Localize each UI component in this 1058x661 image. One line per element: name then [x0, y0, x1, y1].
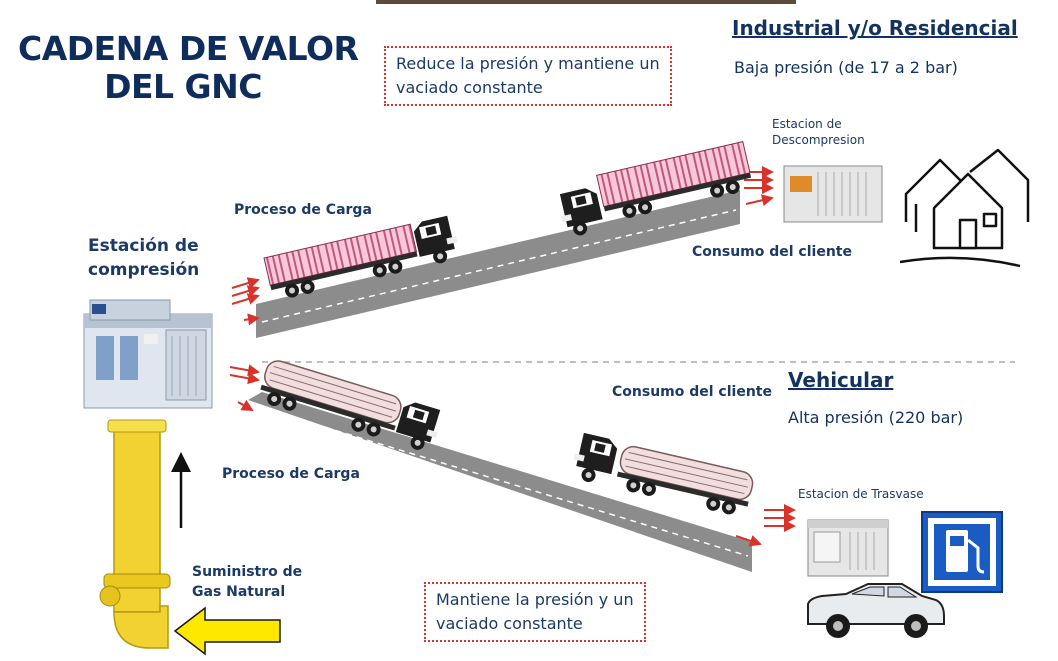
- loading-arrows-upper: [231, 277, 260, 326]
- car-icon: [807, 583, 945, 638]
- compressor-icon: [783, 165, 883, 223]
- page-title: CADENA DE VALOR DEL GNC: [18, 29, 359, 106]
- gas-supply-label: Suministro de Gas Natural: [192, 564, 303, 600]
- truck-icon: [556, 141, 752, 237]
- lower-road: [248, 392, 752, 572]
- house-icon: [899, 148, 1030, 268]
- compression-station-label: Estación de compresión: [88, 236, 200, 280]
- lower-consumption-label: Consumo del cliente: [612, 384, 772, 400]
- compressor-icon: [807, 519, 889, 577]
- unloading-arrows-lower: [735, 504, 796, 547]
- upper-note-box: Reduce la presión y mantiene un vaciado …: [384, 46, 672, 106]
- truck-icon: [572, 432, 754, 516]
- pipe-icon: [99, 419, 171, 649]
- decompression-station-label: Estacion de Descompresion: [772, 117, 865, 147]
- upper-road: [256, 190, 740, 338]
- lower-process-label: Proceso de Carga: [222, 466, 360, 482]
- upper-process-label: Proceso de Carga: [234, 202, 372, 218]
- photo-strip: [376, 0, 796, 4]
- industrial-heading: Industrial y/o Residencial: [732, 16, 1018, 40]
- lower-note-box: Mantiene la presión y un vaciado constan…: [424, 582, 646, 642]
- upper-consumption-label: Consumo del cliente: [692, 244, 852, 260]
- vehicular-heading: Vehicular: [788, 368, 894, 392]
- low-pressure-label: Baja presión (de 17 a 2 bar): [734, 58, 958, 77]
- compressor-icon: [83, 299, 213, 409]
- gas-pump-icon: [921, 511, 1003, 593]
- truck-icon: [260, 360, 445, 452]
- loading-arrows-lower: [229, 364, 260, 411]
- transfer-station-label: Estacion de Trasvase: [798, 487, 924, 501]
- arrow-icon: [173, 606, 281, 656]
- truck-icon: [263, 214, 459, 299]
- high-pressure-label: Alta presión (220 bar): [788, 408, 964, 427]
